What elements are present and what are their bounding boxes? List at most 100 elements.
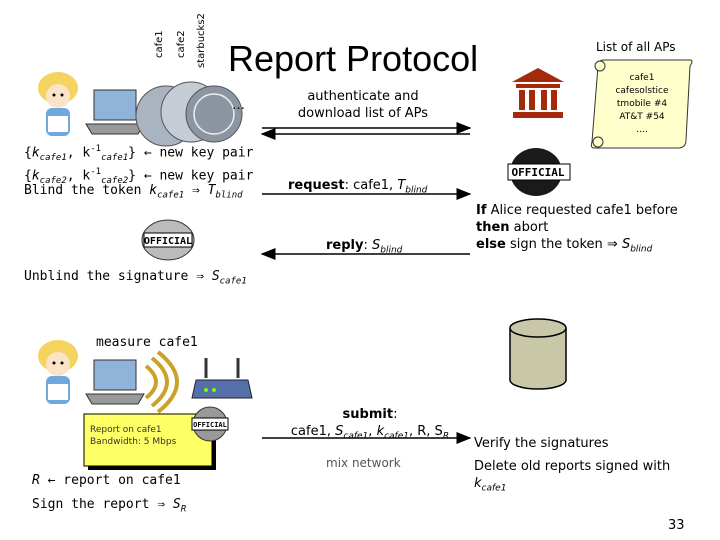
- svg-text:OFFICIAL: OFFICIAL: [193, 421, 227, 429]
- s-var: S: [211, 269, 220, 284]
- delete-key-line: kcafe1: [474, 475, 670, 498]
- k-var: k: [474, 476, 482, 491]
- scroll-icon: [590, 59, 693, 149]
- laptop-icon: [85, 89, 145, 135]
- coins-ellipsis: …: [232, 98, 245, 113]
- then-text: abort: [509, 220, 549, 235]
- ap-list-entry: ….: [636, 125, 648, 135]
- implies-arrow: ⇒: [184, 183, 208, 198]
- svg-text:OFFICIAL: OFFICIAL: [512, 166, 565, 179]
- wireless-router-icon: [191, 358, 253, 399]
- ap-list-entry: tmobile #4: [616, 99, 668, 109]
- alice-figure-icon: [38, 340, 78, 404]
- k-sub2: cafe2: [101, 175, 129, 186]
- request-label: request: [288, 178, 345, 193]
- mix-network-label: mix network: [326, 456, 401, 470]
- report-line: R ← report on cafe1: [32, 473, 181, 488]
- unblind-line: Unblind the signature ⇒ Scafe1: [24, 269, 247, 287]
- database-icon: [509, 318, 567, 390]
- s-sub: blind: [630, 244, 653, 255]
- report-text: ← report on cafe1: [39, 473, 181, 488]
- then-line: then abort: [476, 219, 678, 236]
- r-sub: R: [442, 431, 450, 442]
- submit-rest: , R, S: [409, 424, 443, 439]
- coins-stack-icon: [135, 81, 243, 147]
- k-inv: , k: [66, 168, 91, 184]
- k-sub: cafe1: [384, 431, 409, 442]
- submit-values-line: cafe1, Scafe1, kcafe1, R, SR: [270, 423, 470, 446]
- ap-list-heading: List of all APs: [596, 40, 676, 54]
- s-var: S: [335, 424, 344, 439]
- report-note-line: Bandwidth: 5 Mbps: [90, 437, 177, 447]
- submit-label-line: submit:: [270, 406, 470, 423]
- report-note-text: Report on cafe1 Bandwidth: 5 Mbps: [90, 424, 176, 448]
- k-sup: -1: [90, 144, 102, 154]
- t-var: T: [207, 183, 216, 198]
- k-sub: cafe1: [481, 483, 507, 494]
- keypair-tail: } ← new key pair: [128, 145, 254, 161]
- request-message: request: cafe1, Tblind: [288, 178, 427, 196]
- else-text: sign the token ⇒: [505, 237, 622, 252]
- k-var: k: [149, 183, 158, 198]
- t-sub: blind: [215, 190, 243, 201]
- official-stamp-server-icon: OFFICIAL: [507, 148, 571, 196]
- ap-list-entry: AT&T #54: [619, 112, 665, 122]
- reply-text: :: [363, 238, 372, 253]
- blind-pre: Blind the token: [24, 183, 150, 198]
- submit-colon: :: [393, 407, 398, 422]
- delete-pre: Delete old reports signed with: [474, 459, 671, 474]
- report-note-line: Report on cafe1: [90, 425, 162, 435]
- s-var: S: [172, 497, 181, 512]
- s-sub: cafe1: [219, 276, 247, 287]
- r-var: R: [32, 473, 40, 488]
- s-sub: R: [180, 504, 187, 515]
- keypair-tail: } ← new key pair: [128, 168, 254, 184]
- official-stamp-small-icon: OFFICIAL: [191, 406, 229, 442]
- s-sub: cafe1: [343, 431, 369, 442]
- k-sup: -1: [90, 167, 102, 177]
- measure-label: measure cafe1: [96, 335, 198, 350]
- k-sub: cafe1: [157, 190, 185, 201]
- server-logic: If Alice requested cafe1 before then abo…: [476, 202, 678, 259]
- official-stamp-icon: OFFICIAL: [141, 219, 195, 261]
- k-var: k: [376, 424, 385, 439]
- bank-icon: [512, 68, 564, 118]
- ap-list-entry: cafe1: [629, 73, 655, 83]
- unblind-pre: Unblind the signature: [24, 269, 197, 284]
- reply-label: reply: [326, 238, 364, 253]
- submit-pre: cafe1,: [290, 424, 336, 439]
- keypair-line-2: {kcafe2, k-1cafe2} ← new key pair: [24, 167, 254, 186]
- if-keyword: If: [476, 203, 487, 218]
- t-var: T: [397, 178, 406, 193]
- keypair-line-1: {kcafe1, k-1cafe1} ← new key pair: [24, 144, 254, 163]
- then-keyword: then: [476, 220, 510, 235]
- k-sub: cafe2: [39, 175, 67, 186]
- wifi-signal-icon: [144, 350, 179, 414]
- k-inv: , k: [66, 145, 91, 161]
- report-note: [83, 413, 216, 470]
- sign-line: Sign the report ⇒ SR: [32, 497, 186, 515]
- s-sub: blind: [380, 245, 403, 256]
- k-sub2: cafe1: [101, 152, 129, 163]
- request-text: : cafe1,: [344, 178, 398, 193]
- authenticate-message: authenticate and download list of APs: [297, 89, 429, 121]
- alice-figure-icon: [38, 72, 78, 136]
- verify-line: Verify the signatures: [474, 436, 609, 451]
- implies-arrow: ⇒: [196, 269, 212, 284]
- s-var: S: [371, 238, 381, 253]
- else-line: else sign the token ⇒ Sblind: [476, 236, 678, 259]
- slide-title: Report Protocol: [228, 38, 479, 79]
- else-keyword: else: [476, 237, 506, 252]
- s-var: S: [621, 237, 631, 252]
- t-sub: blind: [405, 185, 428, 196]
- blind-token-line: Blind the token kcafe1 ⇒ Tblind: [24, 183, 243, 201]
- k-var: k: [31, 145, 40, 161]
- if-line: If Alice requested cafe1 before: [476, 202, 678, 219]
- laptop-icon: [85, 359, 145, 405]
- ap-list-entries: cafe1 cafesolstice tmobile #4 AT&T #54 ……: [602, 72, 682, 137]
- sign-pre: Sign the report ⇒: [32, 497, 173, 512]
- slide-number: 33: [668, 518, 685, 533]
- submit-label: submit: [342, 407, 394, 422]
- submit-message: submit: cafe1, Scafe1, kcafe1, R, SR: [270, 406, 470, 446]
